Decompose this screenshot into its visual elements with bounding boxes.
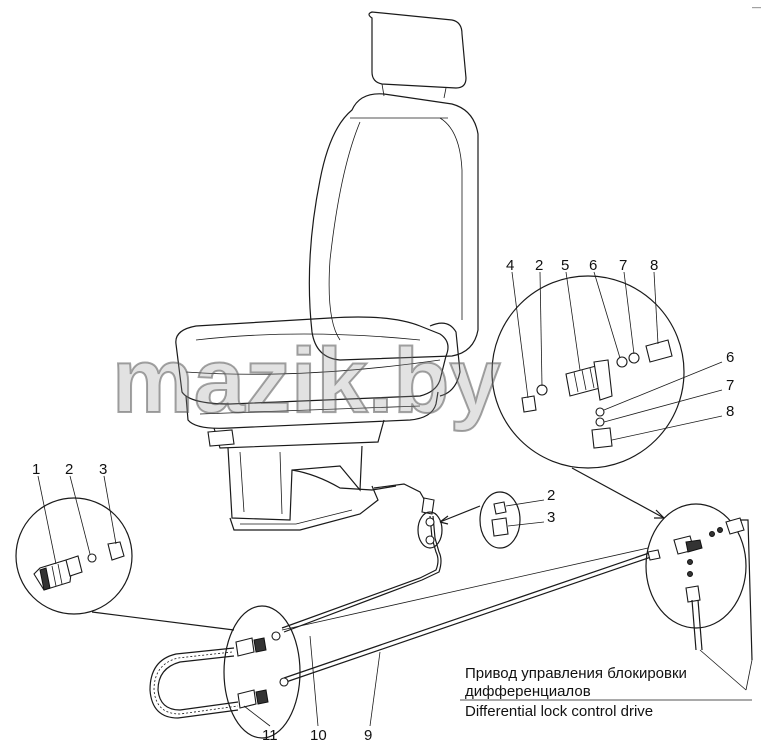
callouts-bottom: 11 10 9 xyxy=(262,727,372,744)
driver-seat xyxy=(175,11,479,531)
callout-6: 6 xyxy=(589,257,597,274)
callout-3c: 3 xyxy=(99,461,107,478)
callout-10: 10 xyxy=(310,727,327,744)
callout-1: 1 xyxy=(32,461,40,478)
callout-2: 2 xyxy=(535,257,543,274)
left-detail-circle xyxy=(15,497,235,631)
flex-hose xyxy=(149,647,239,719)
callout-9: 9 xyxy=(364,727,372,744)
callout-4: 4 xyxy=(506,257,514,274)
top-right-detail-circle xyxy=(491,275,685,519)
callout-11: 11 xyxy=(262,727,278,744)
callout-6b: 6 xyxy=(726,349,734,366)
middle-detail xyxy=(439,491,521,549)
caption-ru-line1: Привод управления блокировки xyxy=(465,665,687,682)
caption-block: Привод управления блокировки дифференциа… xyxy=(465,665,687,720)
callout-8: 8 xyxy=(650,257,658,274)
callouts-right-side: 6 7 8 xyxy=(726,349,734,420)
corner-mark: — xyxy=(752,2,761,12)
callouts-left: 1 2 3 xyxy=(32,461,107,478)
callout-7b: 7 xyxy=(726,377,734,394)
callout-2d: 2 xyxy=(547,487,555,504)
pipe-lines xyxy=(281,515,655,683)
caption-en: Differential lock control drive xyxy=(465,703,653,720)
caption-ru-line2: дифференциалов xyxy=(465,683,591,700)
callout-2c: 2 xyxy=(65,461,73,478)
watermark-text: mazik.by xyxy=(112,330,501,432)
callout-3d: 3 xyxy=(547,509,555,526)
seat-valve-oval xyxy=(417,511,443,549)
callout-5: 5 xyxy=(561,257,569,274)
bottom-detail-oval xyxy=(223,605,301,739)
callout-7: 7 xyxy=(619,257,627,274)
callouts-top-right: 4 2 5 6 7 8 xyxy=(506,257,658,274)
leader-lines xyxy=(37,271,753,727)
right-tee-oval xyxy=(645,503,753,661)
callout-8b: 8 xyxy=(726,403,734,420)
callouts-middle: 2 3 xyxy=(547,487,555,526)
